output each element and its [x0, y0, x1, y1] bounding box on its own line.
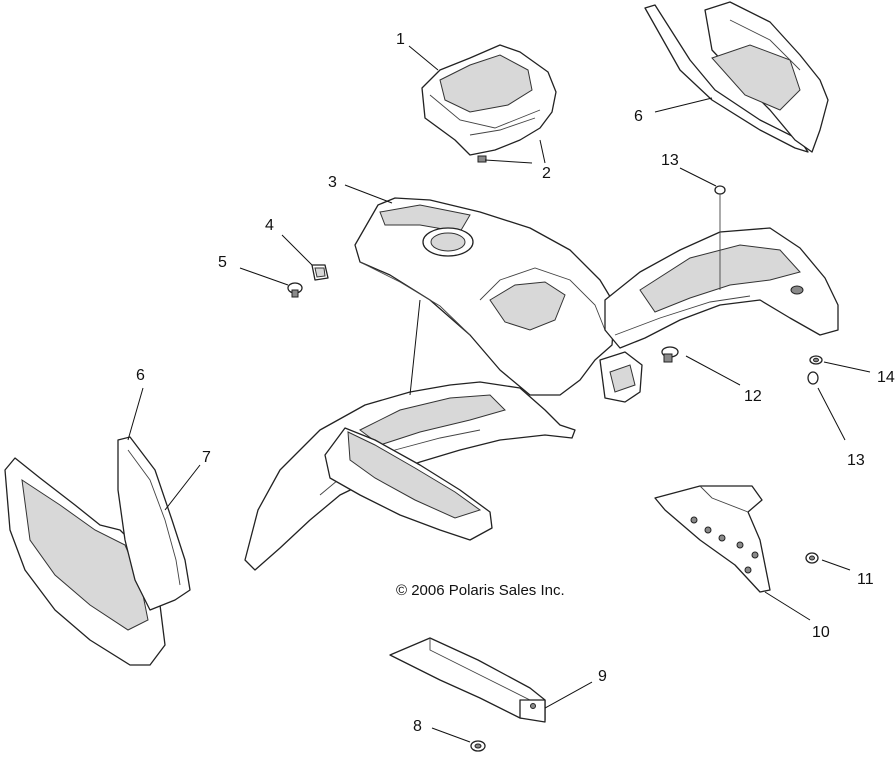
- part-6-top-side-panel: [644, 1, 829, 153]
- front-lower-fender: [244, 381, 576, 571]
- fastener-12-screw: [661, 346, 679, 363]
- callout-4: 4: [265, 217, 274, 234]
- center-bracket: [599, 351, 643, 403]
- callout-labels: 1 2 3 4 5 6 6 7 8 9 10 11 12 13 13 14: [136, 31, 895, 735]
- callout-8: 8: [413, 718, 422, 735]
- callout-9: 9: [598, 668, 607, 685]
- leader-lines: [127, 45, 871, 743]
- fastener-14-nut: [809, 355, 823, 365]
- callout-10: 10: [812, 624, 830, 641]
- fastener-13-top-pushpin: [714, 185, 726, 290]
- fastener-13-right-pushpin: [807, 371, 819, 385]
- front-bumper-beam: [324, 427, 493, 541]
- callout-12: 12: [744, 388, 762, 405]
- fastener-11-screw: [805, 552, 819, 564]
- copyright-notice: © 2006 Polaris Sales Inc.: [396, 582, 565, 599]
- callout-13-top: 13: [661, 152, 679, 169]
- callout-3: 3: [328, 174, 337, 191]
- callout-5: 5: [218, 254, 227, 271]
- part-4-clip: [311, 264, 329, 281]
- callout-11: 11: [857, 571, 874, 588]
- callout-14: 14: [877, 369, 895, 386]
- part-6-7-left-fender: [4, 436, 191, 666]
- part-1-headlight-pod: [421, 44, 557, 163]
- part-10-plate: [654, 485, 771, 593]
- callout-6-top: 6: [634, 108, 643, 125]
- part-3-front-cab: [354, 197, 616, 396]
- fastener-5-screw: [287, 282, 303, 298]
- callout-1: 1: [396, 31, 405, 48]
- fastener-8-screw: [470, 740, 486, 752]
- callout-7: 7: [202, 449, 211, 466]
- callout-13-right: 13: [847, 452, 865, 469]
- callout-6-left: 6: [136, 367, 145, 384]
- callout-2: 2: [542, 165, 551, 182]
- part-9-bracket: [389, 637, 546, 723]
- rear-fender-panel: [604, 227, 839, 349]
